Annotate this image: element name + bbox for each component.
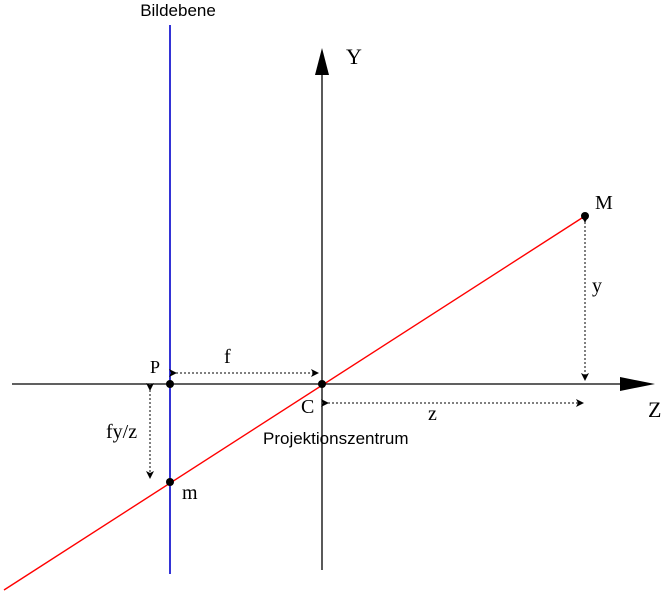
point-C-dot <box>318 380 326 388</box>
z-axis-label: Z <box>648 397 661 422</box>
point-m-dot <box>166 478 174 486</box>
point-M-dot <box>581 212 589 220</box>
point-C-label: C <box>301 396 314 418</box>
y-axis-label: Y <box>346 44 362 69</box>
point-P-dot <box>166 380 174 388</box>
y-axis-arrowhead <box>315 48 329 75</box>
dimension-f-label: f <box>224 346 231 368</box>
z-axis-arrowhead <box>620 377 655 391</box>
dimension-fyz-label: fy/z <box>106 421 137 443</box>
dimension-z-label: z <box>428 403 437 425</box>
dimension-y-label: y <box>592 275 602 297</box>
image-plane-label: Bildebene <box>140 1 216 20</box>
point-M-label: M <box>595 192 613 214</box>
point-P-label: P <box>150 357 160 377</box>
projection-ray <box>3 215 586 591</box>
projection-center-label: Projektionszentrum <box>263 429 409 448</box>
point-m-label: m <box>182 482 198 504</box>
